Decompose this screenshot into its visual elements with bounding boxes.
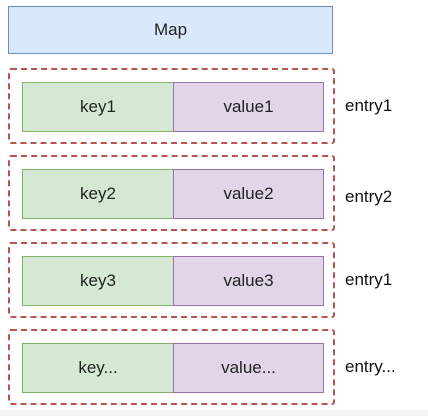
entry-dashed-box: key... value... xyxy=(8,329,335,405)
entry-row: key... value... entry... xyxy=(8,329,428,405)
entry-row: key3 value3 entry1 xyxy=(8,242,428,318)
entry-label: entry2 xyxy=(345,187,393,206)
value-cell: value... xyxy=(173,343,324,393)
entry-dashed-box: key3 value3 xyxy=(8,242,335,318)
value-cell: value2 xyxy=(173,169,324,219)
entry-dashed-box: key1 value1 xyxy=(8,68,335,144)
map-header: Map xyxy=(8,6,333,54)
entry-label: entry1 xyxy=(345,270,393,289)
key-cell: key... xyxy=(22,343,174,393)
key-cell: key3 xyxy=(22,256,174,306)
bottom-strip xyxy=(0,410,428,416)
entry-row: key1 value1 entry1 xyxy=(8,68,428,144)
key-cell: key2 xyxy=(22,169,174,219)
entry-row: key2 value2 entry2 xyxy=(8,155,428,231)
entry-dashed-box: key2 value2 xyxy=(8,155,335,231)
entry-label: entry1 xyxy=(345,96,393,115)
key-cell: key1 xyxy=(22,82,174,132)
value-cell: value1 xyxy=(173,82,324,132)
value-cell: value3 xyxy=(173,256,324,306)
entry-label: entry... xyxy=(345,357,396,376)
